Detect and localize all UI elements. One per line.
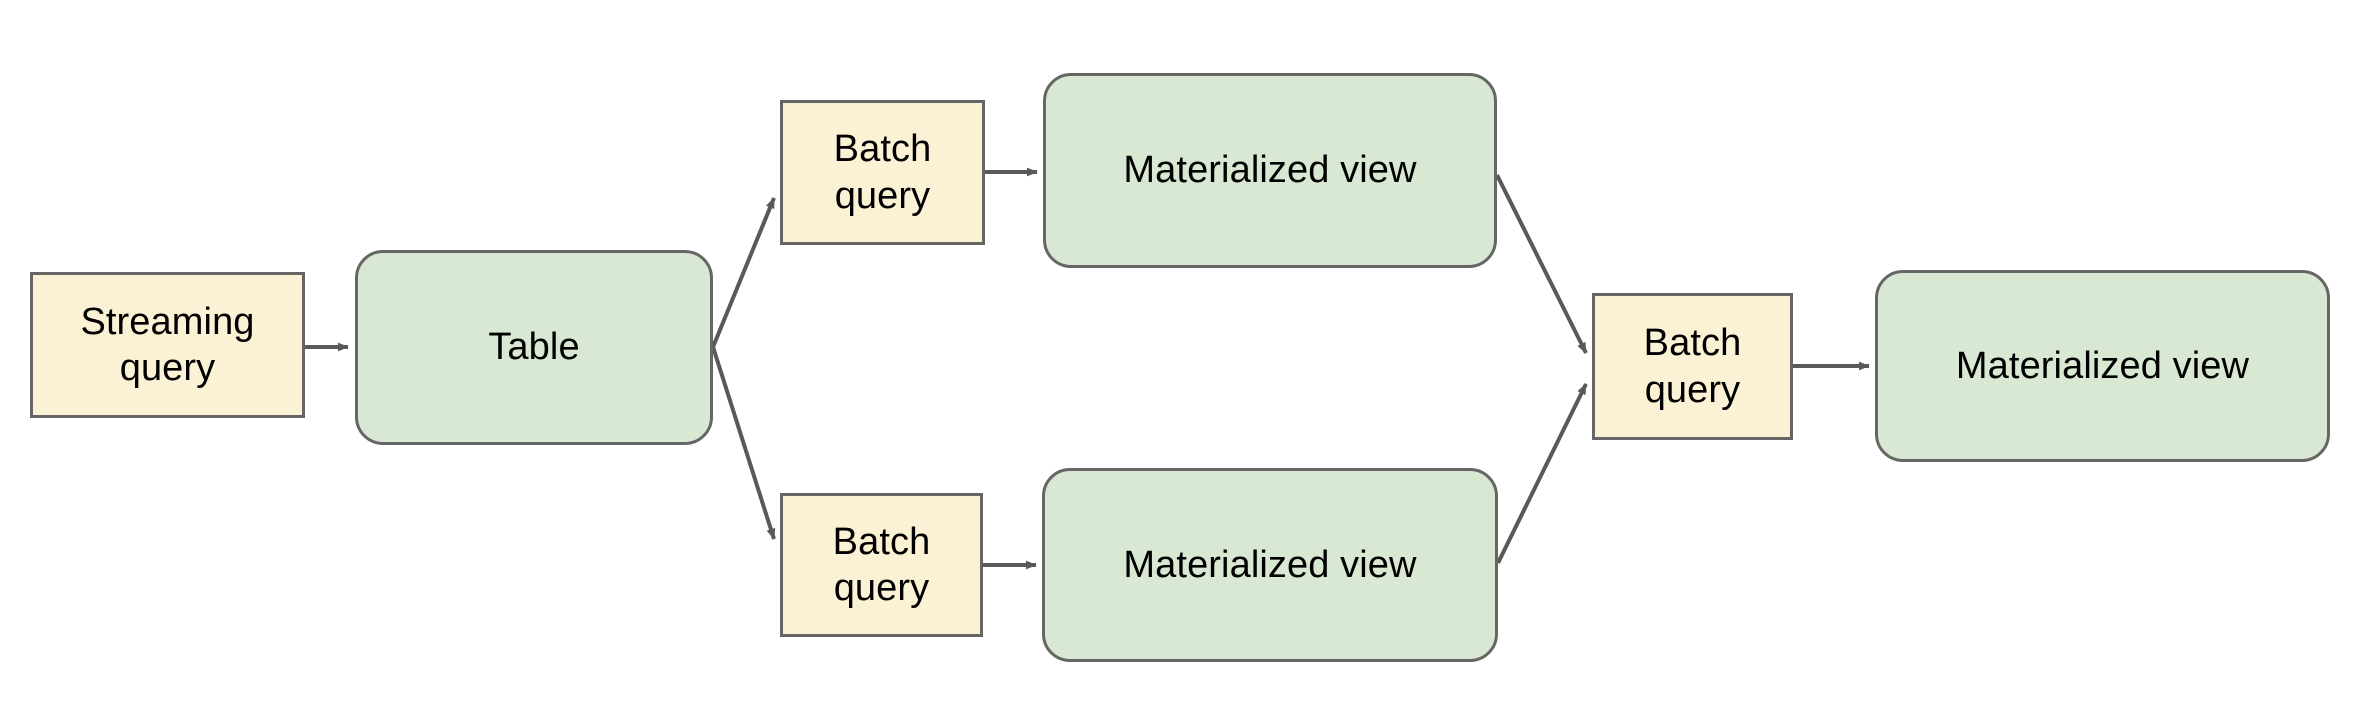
edge-table-to-batch-bottom [711,346,776,540]
node-label-table: Table [488,326,580,369]
node-batch-query-bottom[interactable]: Batch query [780,493,983,637]
node-label-materialized-view-bottom: Materialized view [1123,543,1417,586]
node-batch-query-top[interactable]: Batch query [780,100,985,245]
node-label-materialized-view-right: Materialized view [1955,344,2250,387]
edge-mv-bottom-to-batch-merge [1496,383,1588,564]
node-label-batch-query-merge: Batch query [1643,322,1742,411]
edge-mv-top-to-batch-merge [1495,174,1588,354]
node-streaming-query[interactable]: Streaming query [30,272,305,418]
edge-table-to-batch-top [711,197,776,348]
node-label-materialized-view-top: Materialized view [1123,149,1417,192]
node-label-streaming-query: Streaming query [80,300,255,389]
node-label-batch-query-top: Batch query [833,128,932,217]
node-table[interactable]: Table [355,250,713,445]
node-materialized-view-bottom[interactable]: Materialized view [1042,468,1498,662]
node-label-batch-query-bottom: Batch query [832,520,931,609]
node-materialized-view-top[interactable]: Materialized view [1043,73,1497,268]
node-batch-query-merge[interactable]: Batch query [1592,293,1793,440]
node-materialized-view-right[interactable]: Materialized view [1875,270,2330,462]
